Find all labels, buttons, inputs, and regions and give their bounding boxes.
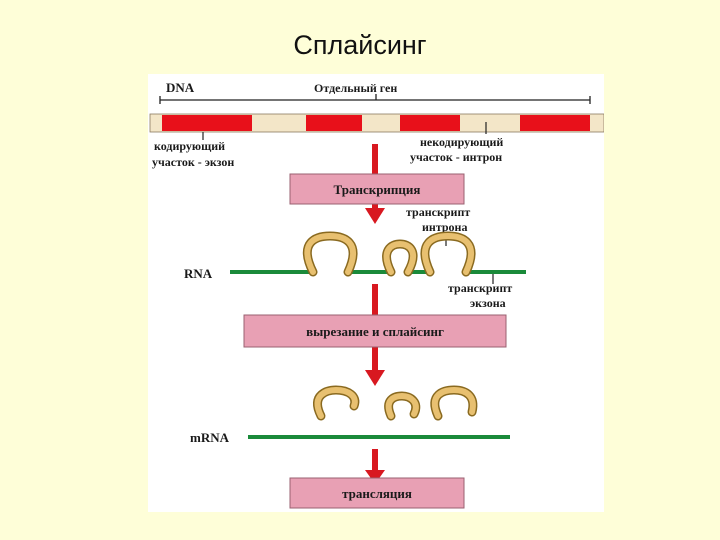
exon-segment	[400, 115, 460, 131]
splicing-diagram-panel: DNA Отдельный ген кодирующий участок - э…	[148, 74, 605, 512]
exon-label-2: участок - экзон	[152, 155, 234, 169]
translation-label: трансляция	[342, 486, 412, 501]
translation-step: трансляция	[289, 477, 465, 509]
transcription-label: Транскрипция	[334, 182, 421, 197]
splicing-diagram: DNA Отдельный ген кодирующий участок - э…	[149, 80, 605, 509]
mrna-label: mRNA	[190, 430, 230, 445]
intron-transcript-label-2: интрона	[422, 220, 467, 234]
down-arrow-icon	[365, 449, 385, 484]
rna-label: RNA	[184, 266, 213, 281]
exon-transcript-label-2: экзона	[470, 296, 506, 310]
dna-label: DNA	[166, 80, 195, 95]
intron-label-2: участок - интрон	[410, 150, 502, 164]
rna-intron-loops	[302, 231, 476, 277]
splicing-label: вырезание и сплайсинг	[306, 324, 444, 339]
exon-segment	[520, 115, 590, 131]
splicing-step: вырезание и сплайсинг	[243, 314, 507, 348]
slide-title: Сплайсинг	[293, 30, 427, 60]
exon-transcript-label-1: транскрипт	[448, 281, 512, 295]
transcription-step: Транскрипция	[289, 173, 465, 205]
gene-label: Отдельный ген	[314, 81, 397, 95]
intron-label-1: некодирующий	[420, 135, 503, 149]
dna-strand	[149, 113, 605, 133]
intron-transcript-label-1: транскрипт	[406, 205, 470, 219]
excised-introns	[313, 385, 478, 421]
exon-label-1: кодирующий	[154, 139, 225, 153]
gene-bracket	[159, 94, 591, 104]
exon-segment	[162, 115, 252, 131]
exon-segment	[306, 115, 362, 131]
